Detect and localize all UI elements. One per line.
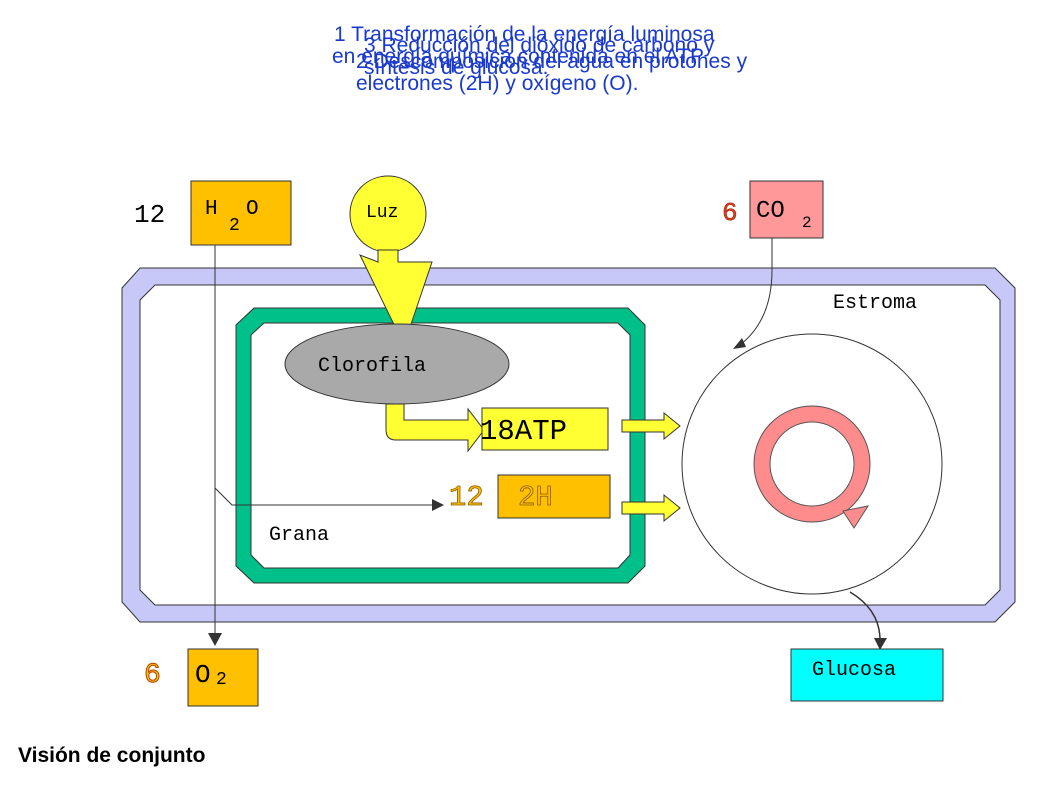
- step2-line2: electrones (2H) y oxígeno (O).: [356, 72, 639, 95]
- glucose-line: [849, 591, 881, 641]
- cycle-ring-outline-outer: [753, 405, 871, 523]
- chlorophyll-atp-arrow: [385, 403, 485, 453]
- cycle-ring: [754, 406, 870, 522]
- water-count: 12: [134, 200, 165, 230]
- water-formula-main: H: [205, 198, 218, 221]
- water-formula-tail: O: [246, 198, 259, 221]
- water-o2-arrowhead: [208, 633, 222, 646]
- h-to-cycle-arrow: [621, 493, 681, 523]
- calvin-cycle-circle: [681, 333, 943, 595]
- h-label: 2H: [518, 481, 553, 514]
- step3-line1: 3 Reducción del dióxido de carbono y: [364, 34, 715, 57]
- water-h-arrowhead: [432, 499, 444, 511]
- co2-formula-main: CO: [756, 198, 785, 225]
- water-box: [190, 180, 292, 246]
- h-count: 12: [449, 481, 484, 514]
- co2-count: 6: [722, 198, 738, 228]
- grana-label: Grana: [269, 524, 329, 547]
- atp-to-cycle-arrow: [621, 411, 681, 441]
- atp-label: 18ATP: [480, 415, 567, 448]
- water-formula-sub: 2: [229, 216, 240, 236]
- step1-text: 1 Transformación de la energía luminosa …: [332, 23, 715, 68]
- co2-arrowhead: [733, 338, 746, 349]
- o2-count: 6: [144, 660, 161, 691]
- co2-formula-sub: 2: [802, 214, 812, 232]
- chlorophyll-label: Clorofila: [318, 355, 426, 378]
- stroma-label: Estroma: [833, 292, 917, 315]
- step2-text: 2 Descomposición del agua en protones y …: [356, 51, 747, 95]
- step3-text: 3 Reducción del dióxido de carbono y sín…: [364, 35, 714, 79]
- glucose-label: Glucosa: [812, 659, 896, 682]
- cycle-ring-outline-inner: [769, 421, 855, 507]
- water-h-line: [214, 487, 432, 506]
- step1-line2: en energía química contenida en el ATP: [332, 45, 705, 68]
- light-arrow: [358, 249, 433, 347]
- step2-line1: 2 Descomposición del agua en protones y: [356, 50, 748, 73]
- o2-box: [187, 648, 259, 707]
- co2-line: [739, 238, 773, 346]
- light-label: Luz: [366, 203, 398, 223]
- glucose-box: [790, 648, 944, 702]
- h-box: [497, 474, 611, 519]
- step1-line1: 1 Transformación de la energía luminosa: [334, 23, 715, 46]
- o2-formula-sub: 2: [216, 670, 227, 690]
- atp-box: [481, 407, 609, 451]
- co2-box: [749, 180, 824, 239]
- o2-formula-main: O: [195, 660, 211, 690]
- caption: Visión de conjunto: [18, 744, 206, 767]
- glucose-arrowhead: [874, 638, 887, 650]
- cycle-arrowhead: [842, 505, 870, 529]
- step3-line2: síntesis de glucosa.: [364, 56, 549, 79]
